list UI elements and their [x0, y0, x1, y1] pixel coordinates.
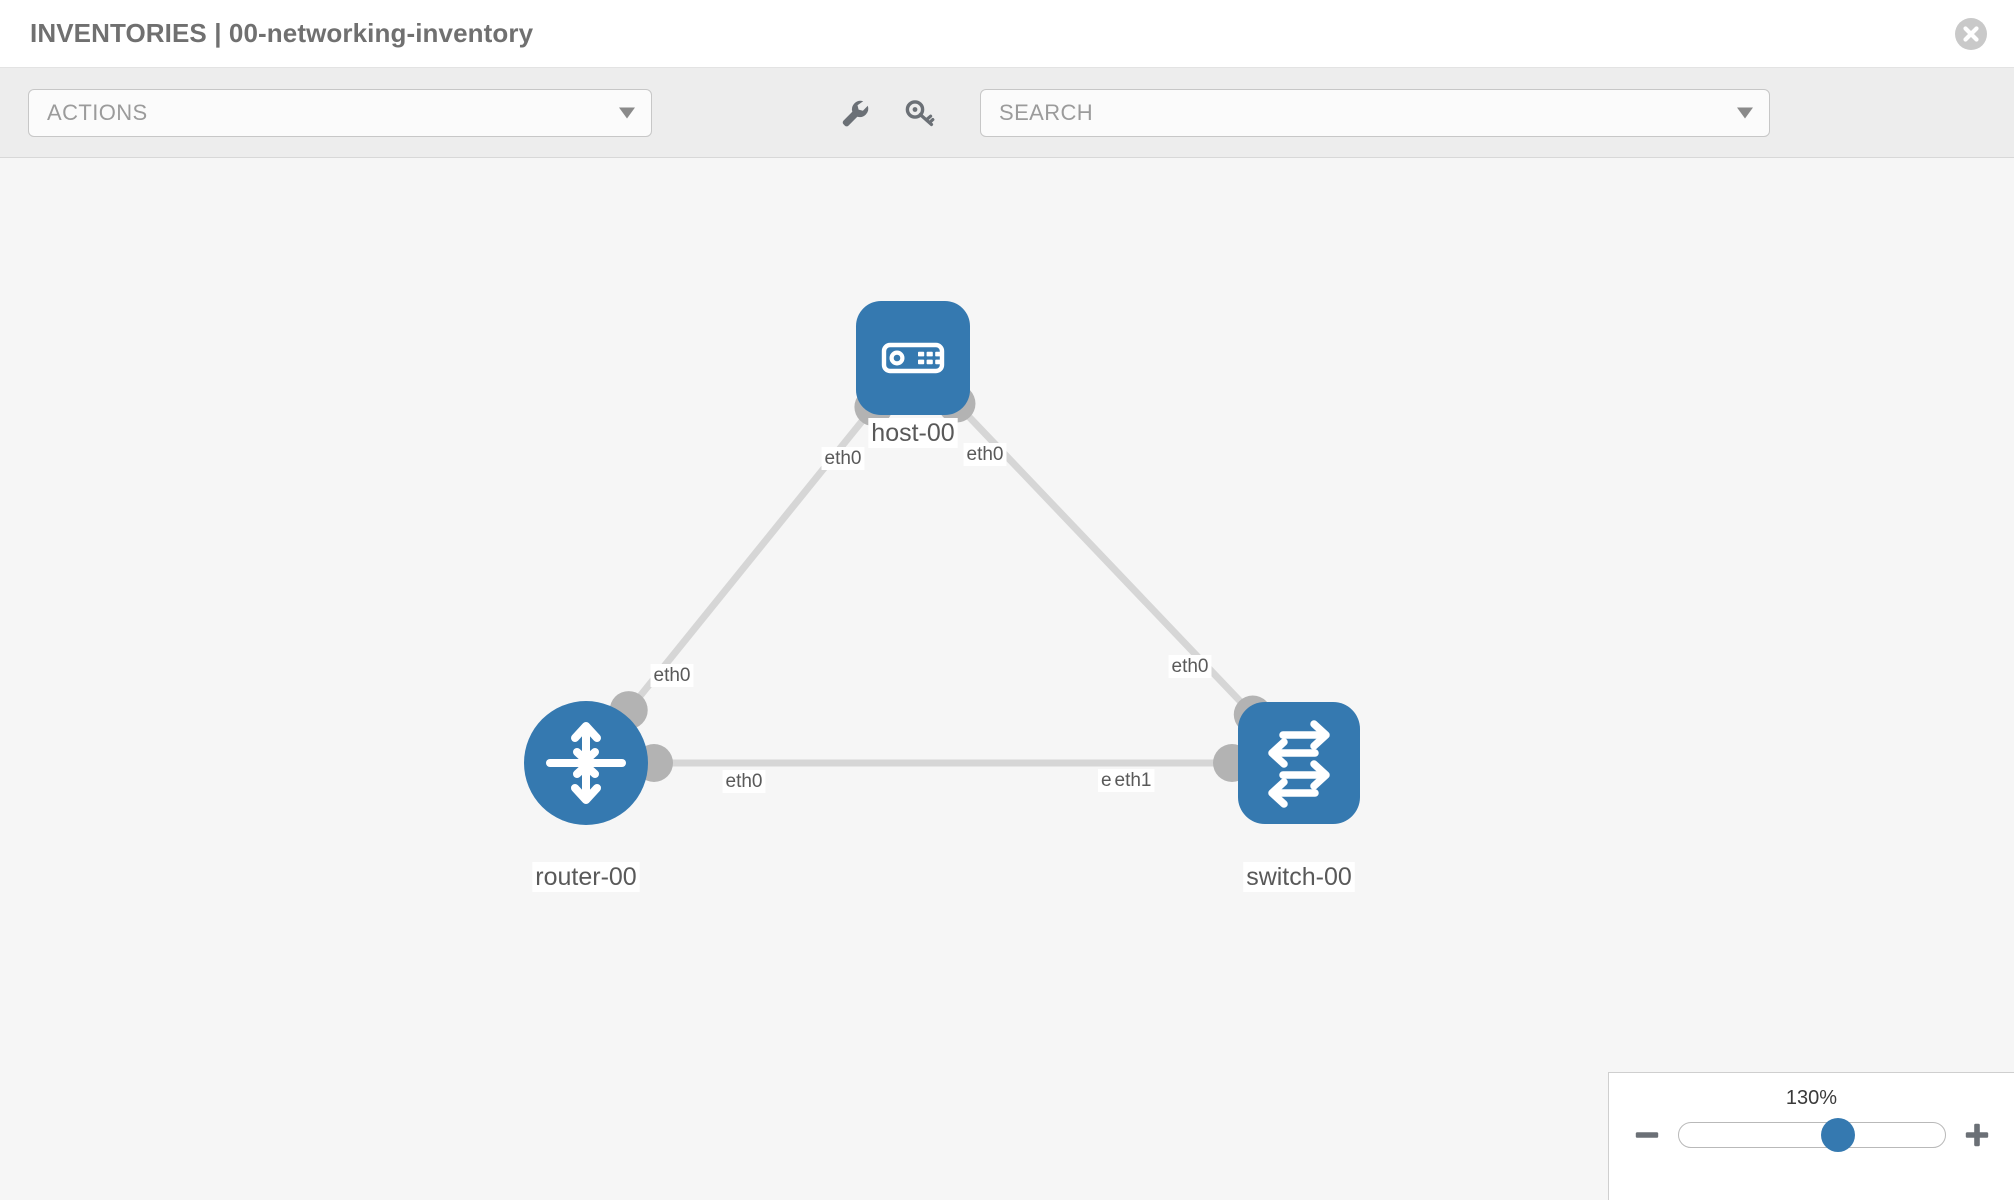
svg-text:eth1: eth1 — [1115, 770, 1152, 791]
topology-node-switch-00[interactable] — [1238, 702, 1360, 824]
interface-label: eth0 — [650, 664, 694, 687]
topology-node-host-00[interactable] — [856, 301, 970, 415]
node-label-switch-00: switch-00 — [1243, 862, 1355, 892]
toolbar-icon-group — [834, 93, 940, 133]
interface-label: eth0 — [821, 447, 865, 470]
svg-text:eth0: eth0 — [726, 771, 763, 792]
zoom-slider-row — [1609, 1118, 2014, 1152]
svg-text:eth0: eth0 — [654, 665, 691, 686]
close-icon[interactable] — [1954, 17, 1988, 51]
zoom-slider[interactable] — [1677, 1118, 1946, 1152]
topology-links — [625, 400, 1257, 767]
topology-nodes[interactable] — [524, 301, 1360, 825]
interface-label: eth0 — [722, 770, 766, 793]
wrench-icon[interactable] — [834, 93, 874, 133]
zoom-control-panel: 130% — [1608, 1072, 2014, 1200]
topology-node-router-00[interactable] — [524, 701, 648, 825]
node-label-router-00: router-00 — [532, 862, 640, 892]
zoom-in-button[interactable] — [1962, 1120, 1992, 1150]
search-placeholder-label: SEARCH — [999, 99, 1094, 125]
svg-text:host-00: host-00 — [871, 419, 954, 447]
svg-text:switch-00: switch-00 — [1246, 863, 1352, 891]
interface-label: eth0 — [963, 443, 1007, 466]
chevron-down-icon — [1737, 107, 1753, 118]
svg-text:eth0: eth0 — [1172, 656, 1209, 677]
node-label-host-00: host-00 — [868, 418, 958, 448]
zoom-level-value: 130% — [1785, 1087, 1838, 1109]
svg-text:router-00: router-00 — [535, 863, 636, 891]
key-icon[interactable] — [900, 93, 940, 133]
interface-label: eth0 — [1168, 655, 1212, 678]
page-title: INVENTORIES | 00-networking-inventory — [30, 18, 534, 48]
search-input[interactable]: SEARCH — [980, 88, 1770, 137]
interface-label: eth1 — [1111, 769, 1155, 792]
window-header: INVENTORIES | 00-networking-inventory — [0, 0, 2014, 68]
svg-text:eth0: eth0 — [967, 444, 1004, 465]
chevron-down-icon — [619, 107, 635, 118]
actions-dropdown-label: ACTIONS — [47, 99, 148, 125]
actions-dropdown[interactable]: ACTIONS — [28, 88, 652, 137]
zoom-slider-handle[interactable] — [1821, 1118, 1856, 1152]
toolbar: ACTIONS SEARCH — [0, 68, 2014, 158]
zoom-out-button[interactable] — [1632, 1120, 1662, 1150]
svg-text:eth0: eth0 — [825, 448, 862, 469]
